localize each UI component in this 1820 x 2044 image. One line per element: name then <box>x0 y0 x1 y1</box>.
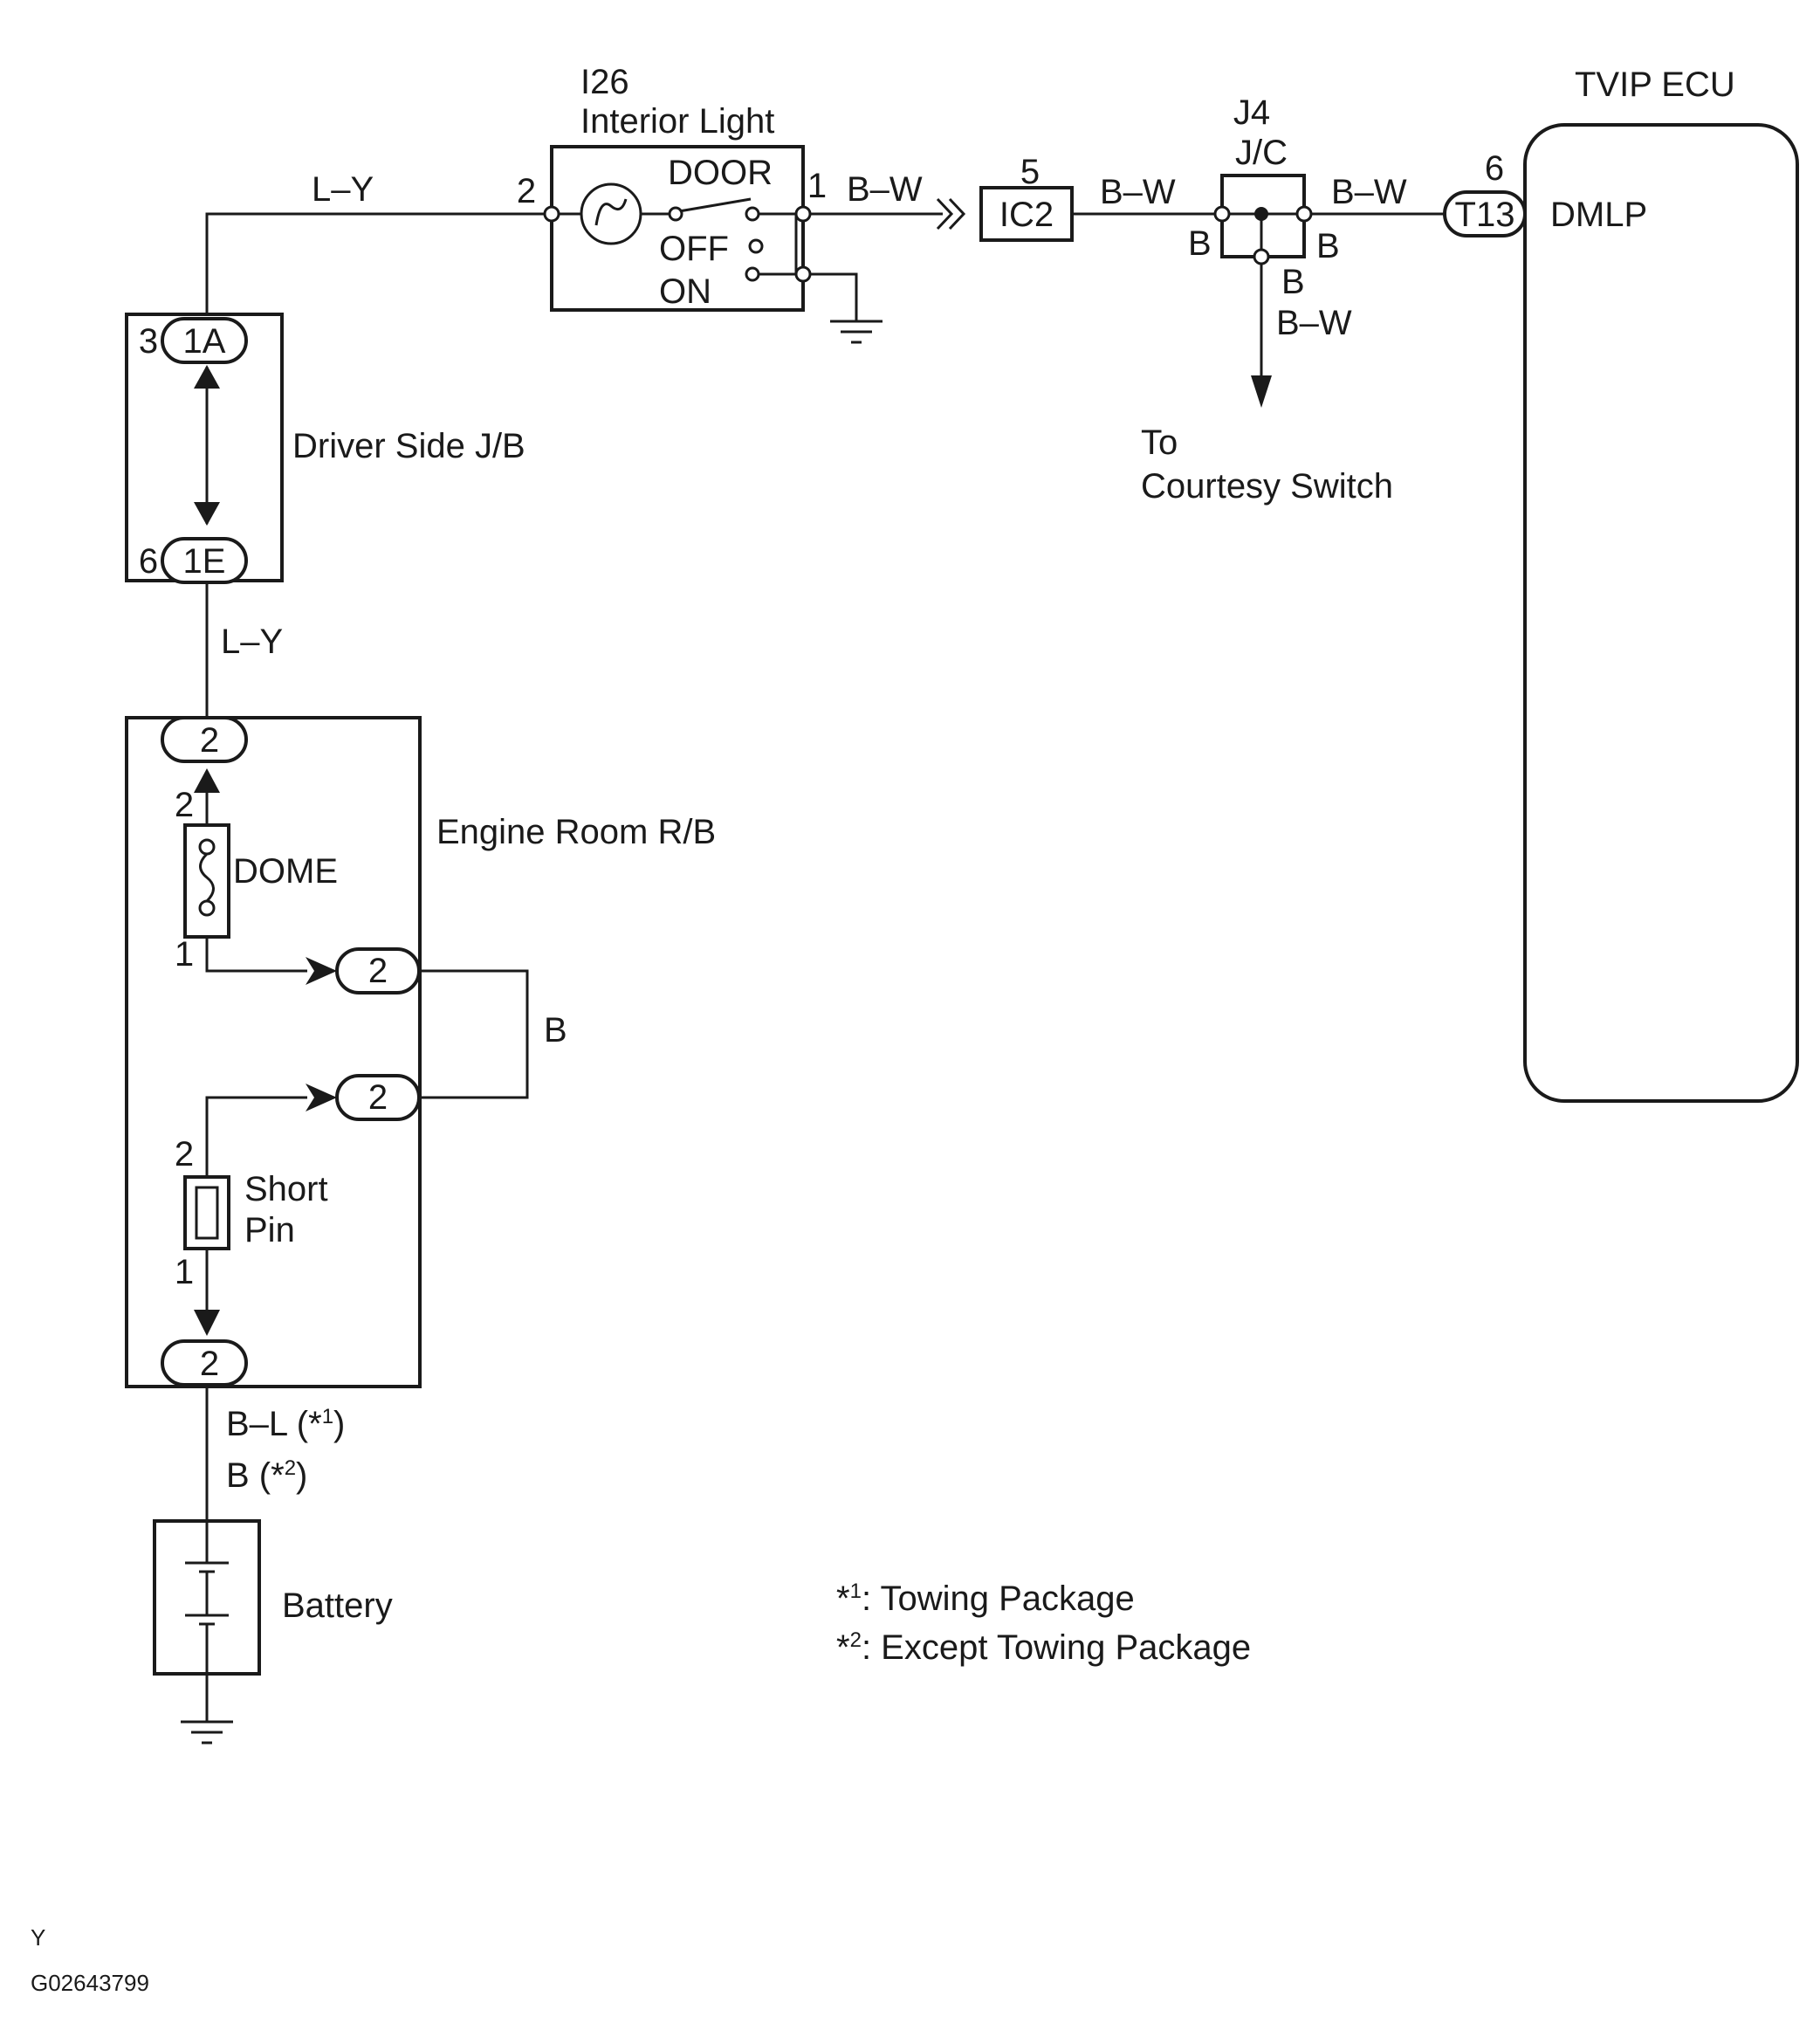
ic2-connector <box>979 186 1074 242</box>
short-pin-bot: 1 <box>175 1253 194 1291</box>
wire-label-battery-b: B (*2) <box>226 1456 307 1495</box>
engine-rb-box <box>125 716 422 1388</box>
wire-label-battery-a: B–L (*1) <box>226 1405 345 1443</box>
ic2-pin: 5 <box>1020 153 1040 191</box>
terminal-arrow-icon <box>194 365 220 389</box>
terminal-arrow-icon <box>306 957 337 985</box>
ecu-name: TVIP ECU <box>1575 65 1735 104</box>
dome-fuse-label: DOME <box>233 852 338 891</box>
connector-1a <box>161 317 248 364</box>
engine-rb-name: Engine Room R/B <box>436 813 716 851</box>
connector-rb-mid1-label: 2 <box>368 952 388 990</box>
connector-1e-label: 1E <box>183 542 226 581</box>
interior-light-id: I26 <box>580 63 629 101</box>
short-pin-label-2: Pin <box>244 1211 295 1249</box>
driver-jb-name: Driver Side J/B <box>292 427 525 465</box>
battery-icon <box>185 1521 229 1674</box>
terminal-arrow-icon <box>194 1310 220 1336</box>
connector-rb-bot <box>161 1339 248 1387</box>
connector-1a-pin: 3 <box>139 322 158 361</box>
ground-icon <box>181 1720 233 1745</box>
jc-left-label: B <box>1188 224 1212 263</box>
connector-rb-mid1 <box>335 947 421 994</box>
splice-dot-icon <box>1254 207 1268 221</box>
light-pin-in: 2 <box>517 172 536 210</box>
wire-b-loop <box>419 969 529 1099</box>
wire-l-y-top <box>205 212 552 314</box>
interior-light-name: Interior Light <box>580 102 774 141</box>
wire-ground-light <box>803 272 858 321</box>
ic2-label: IC2 <box>999 196 1054 234</box>
ground-icon <box>830 320 883 344</box>
ecu-terminal: DMLP <box>1550 196 1647 234</box>
note-towing: *1: Towing Package <box>836 1579 1135 1618</box>
connector-1e <box>161 537 248 584</box>
switch-on-label: ON <box>659 272 711 311</box>
short-pin-top: 2 <box>175 1135 194 1173</box>
wire-label-light-out: B–W <box>847 170 923 209</box>
connector-rb-top-label: 2 <box>200 721 219 760</box>
wire-label-ic2-out: B–W <box>1100 173 1176 211</box>
connector-1a-label: 1A <box>183 322 226 361</box>
jc-right-label: B <box>1316 227 1340 265</box>
terminal-arrow-icon <box>194 502 220 526</box>
wire-label-jb-out: L–Y <box>221 623 283 661</box>
switch-lever-icon <box>678 197 752 213</box>
switch-door-label: DOOR <box>668 154 773 192</box>
arrow-down-icon <box>1251 375 1272 408</box>
interior-light <box>543 145 812 312</box>
wire-label-rb-loop: B <box>544 1011 567 1050</box>
short-pin-icon <box>195 1186 219 1240</box>
wires <box>205 212 1445 1722</box>
connector-rb-top <box>161 716 248 763</box>
t13-pin: 6 <box>1485 149 1504 188</box>
jc-id: J4 <box>1233 93 1270 132</box>
switch-off-label: OFF <box>659 230 729 268</box>
fuse-element-icon <box>199 852 215 903</box>
tvip-ecu-box <box>1523 123 1799 1103</box>
jc-name: J/C <box>1235 134 1288 172</box>
interior-light-box <box>550 145 805 312</box>
short-pin-label-1: Short <box>244 1170 328 1208</box>
dome-fuse-pin-bot: 1 <box>175 935 194 974</box>
t13-label: T13 <box>1455 196 1515 234</box>
footer-code-y: Y <box>31 1924 45 1951</box>
connector-rb-mid2-label: 2 <box>368 1078 388 1117</box>
battery-label: Battery <box>282 1586 393 1625</box>
dome-fuse-pin-top: 2 <box>175 786 194 824</box>
connector-rb-bot-label: 2 <box>200 1345 219 1383</box>
wire-label-jc-down: B–W <box>1276 304 1352 342</box>
jc-bottom-label: B <box>1281 263 1305 301</box>
destination-line2: Courtesy Switch <box>1141 467 1393 506</box>
lamp-filament-icon <box>594 198 628 226</box>
connector-1e-pin: 6 <box>139 542 158 581</box>
wire-label-top-left: L–Y <box>312 170 374 209</box>
connector-chevron-icon <box>936 197 966 231</box>
destination-line1: To <box>1141 423 1178 462</box>
wire-label-jc-out: B–W <box>1331 173 1407 211</box>
terminal-arrow-icon <box>306 1084 337 1111</box>
note-except-towing: *2: Except Towing Package <box>836 1628 1251 1667</box>
junction-connector <box>1213 174 1313 265</box>
footer-code-figure: G02643799 <box>31 1970 149 1996</box>
terminal-arrow-icon <box>194 768 220 793</box>
light-pin-out: 1 <box>807 167 827 205</box>
lamp-icon <box>580 182 642 245</box>
